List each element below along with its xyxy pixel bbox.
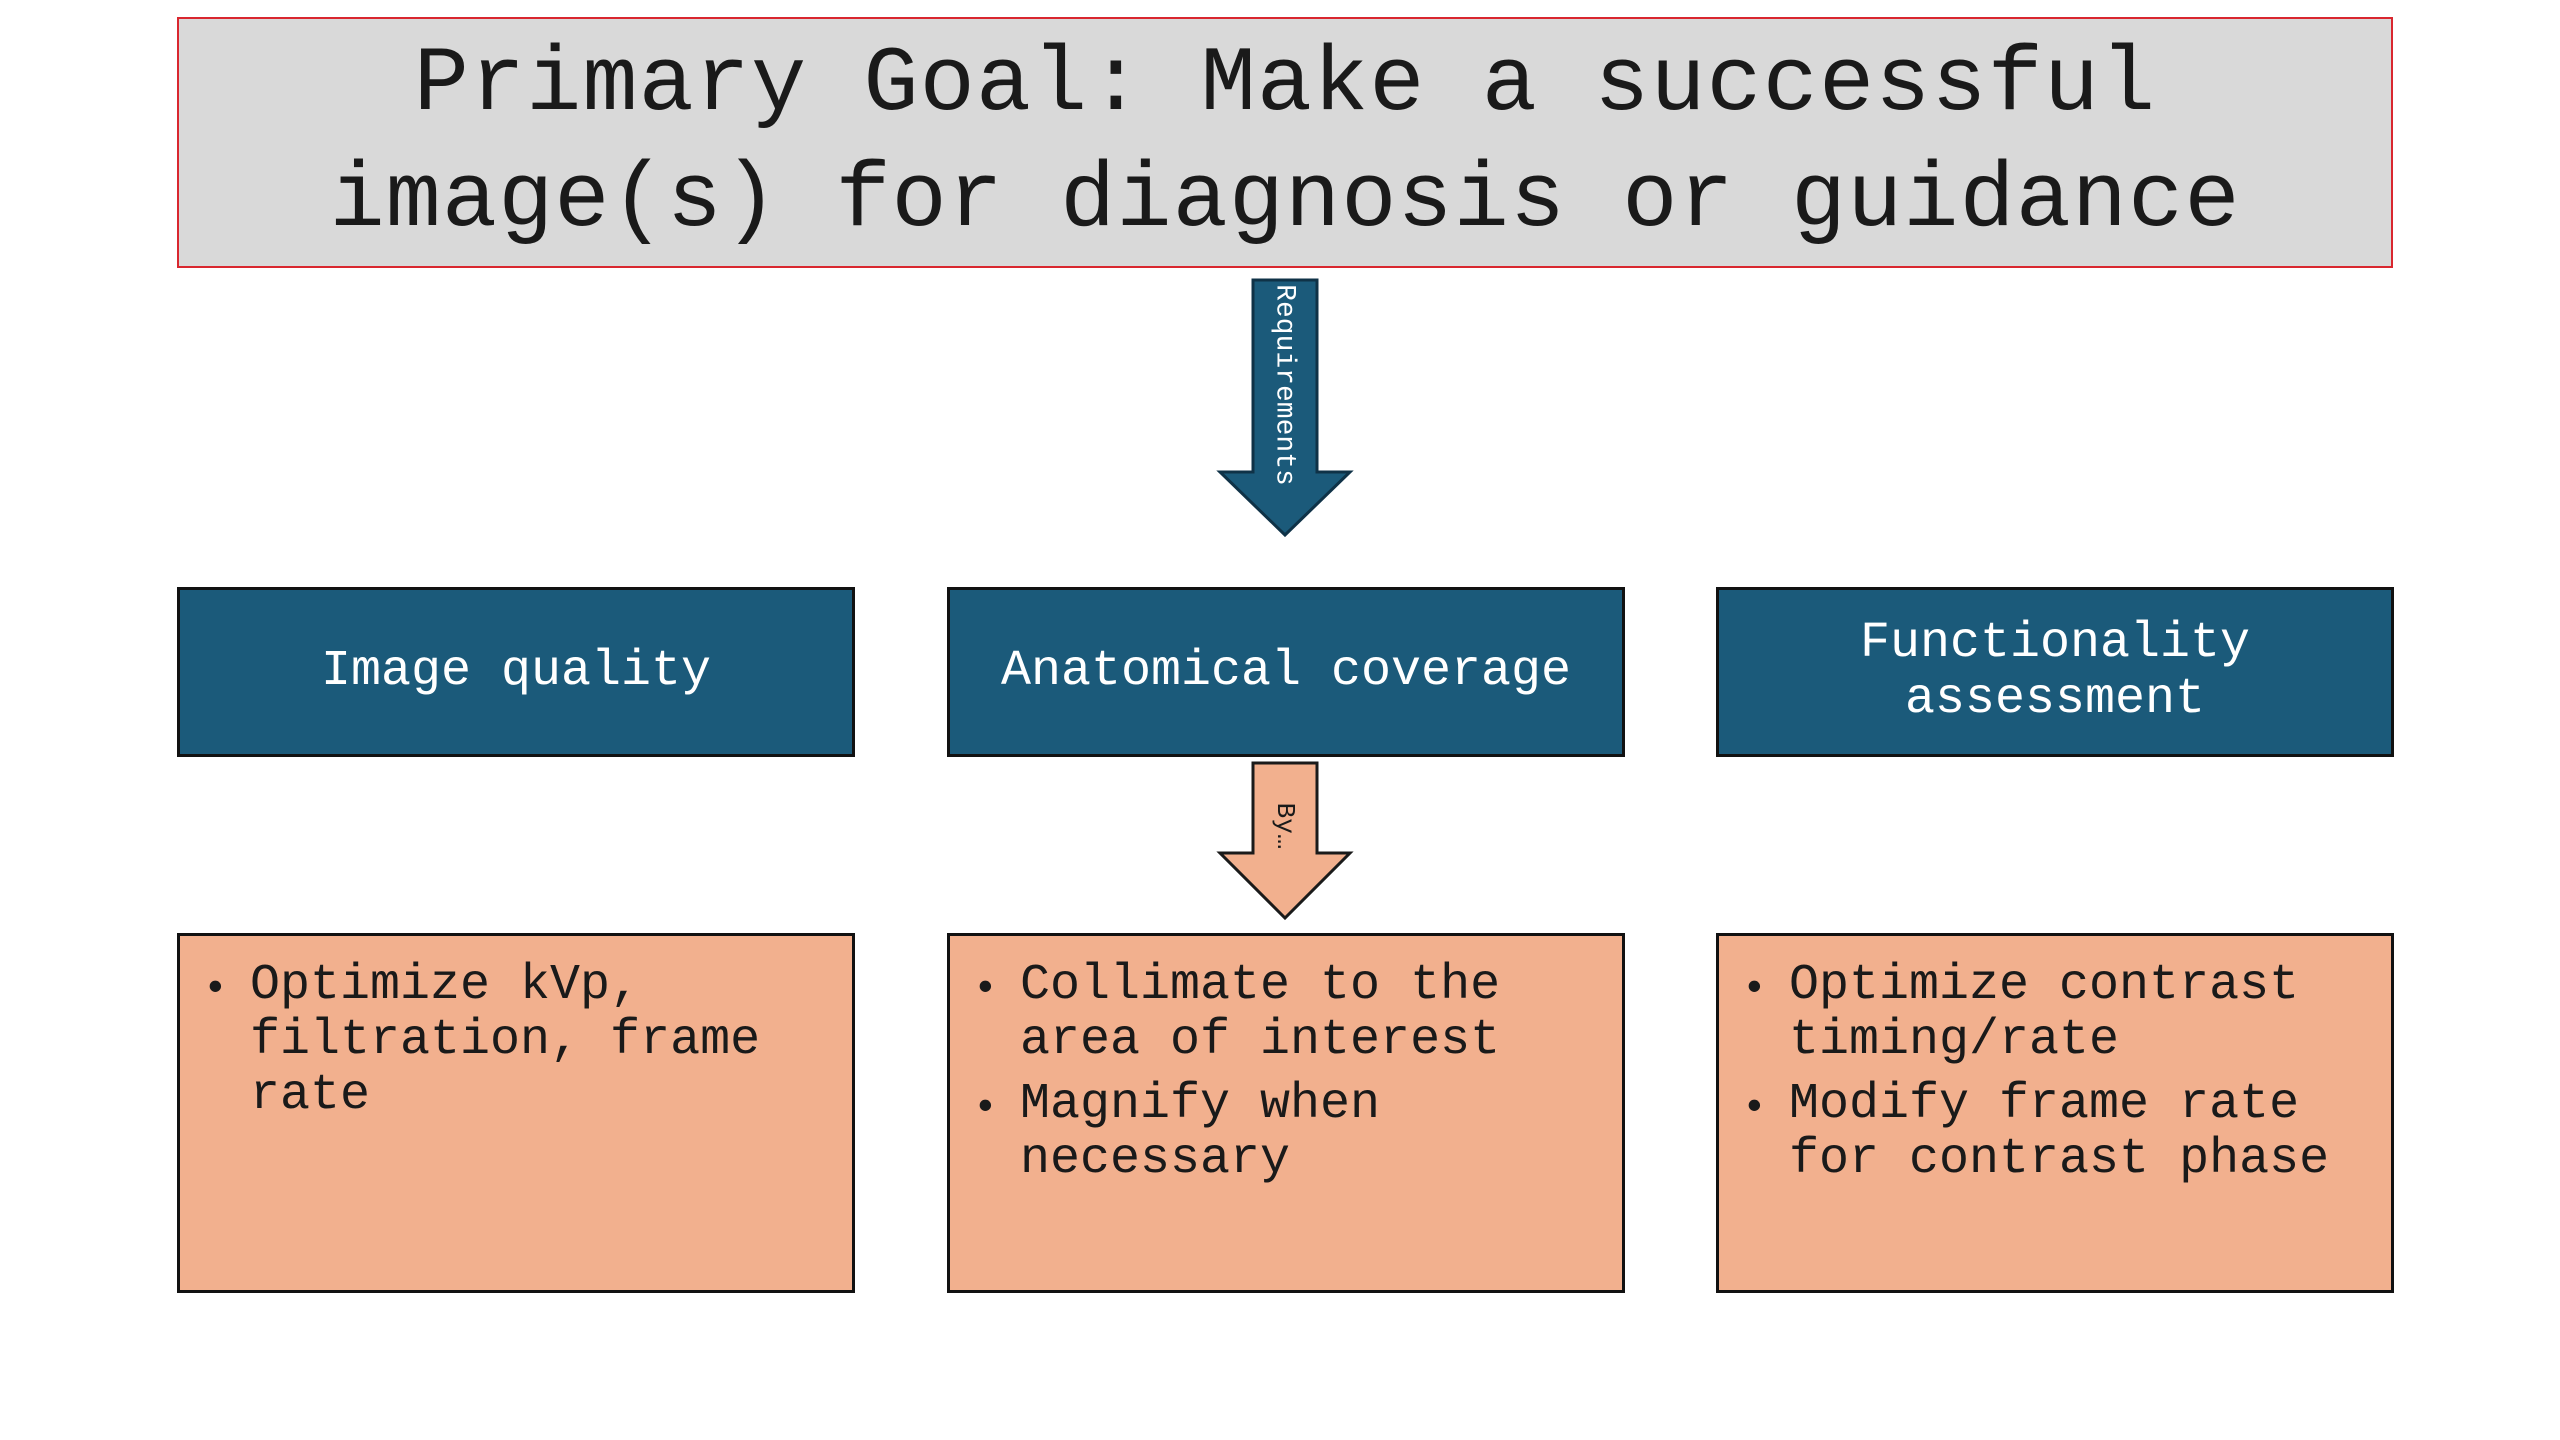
bullet-item: Optimize kVp, filtration, frame rate: [208, 958, 822, 1123]
by-arrow-label: By…: [1270, 803, 1300, 850]
bullet-item: Modify frame rate for contrast phase: [1747, 1077, 2361, 1187]
header-anatomical-coverage: Anatomical coverage: [947, 587, 1625, 757]
bullet-list: Optimize kVp, filtration, frame rate: [208, 958, 822, 1123]
header-label: Image quality: [320, 643, 712, 700]
bullet-list: Optimize contrast timing/rate Modify fra…: [1747, 958, 2361, 1187]
bullet-item: Collimate to the area of interest: [978, 958, 1592, 1068]
header-label: Anatomical coverage: [1000, 643, 1572, 700]
details-functionality-assessment: Optimize contrast timing/rate Modify fra…: [1716, 933, 2394, 1293]
bullet-item: Magnify when necessary: [978, 1077, 1592, 1187]
header-image-quality: Image quality: [177, 587, 855, 757]
header-functionality-assessment: Functionality assessment: [1716, 587, 2394, 757]
requirements-arrow-label: Requirements: [1269, 284, 1300, 486]
requirements-arrow: Requirements: [1216, 278, 1354, 538]
primary-goal-box: Primary Goal: Make a successful image(s)…: [177, 17, 2393, 268]
bullet-item: Optimize contrast timing/rate: [1747, 958, 2361, 1068]
details-image-quality: Optimize kVp, filtration, frame rate: [177, 933, 855, 1293]
bullet-list: Collimate to the area of interest Magnif…: [978, 958, 1592, 1187]
header-label: Functionality assessment: [1859, 615, 2251, 728]
by-arrow: By…: [1216, 761, 1354, 921]
details-anatomical-coverage: Collimate to the area of interest Magnif…: [947, 933, 1625, 1293]
primary-goal-text: Primary Goal: Make a successful image(s)…: [329, 31, 2241, 253]
